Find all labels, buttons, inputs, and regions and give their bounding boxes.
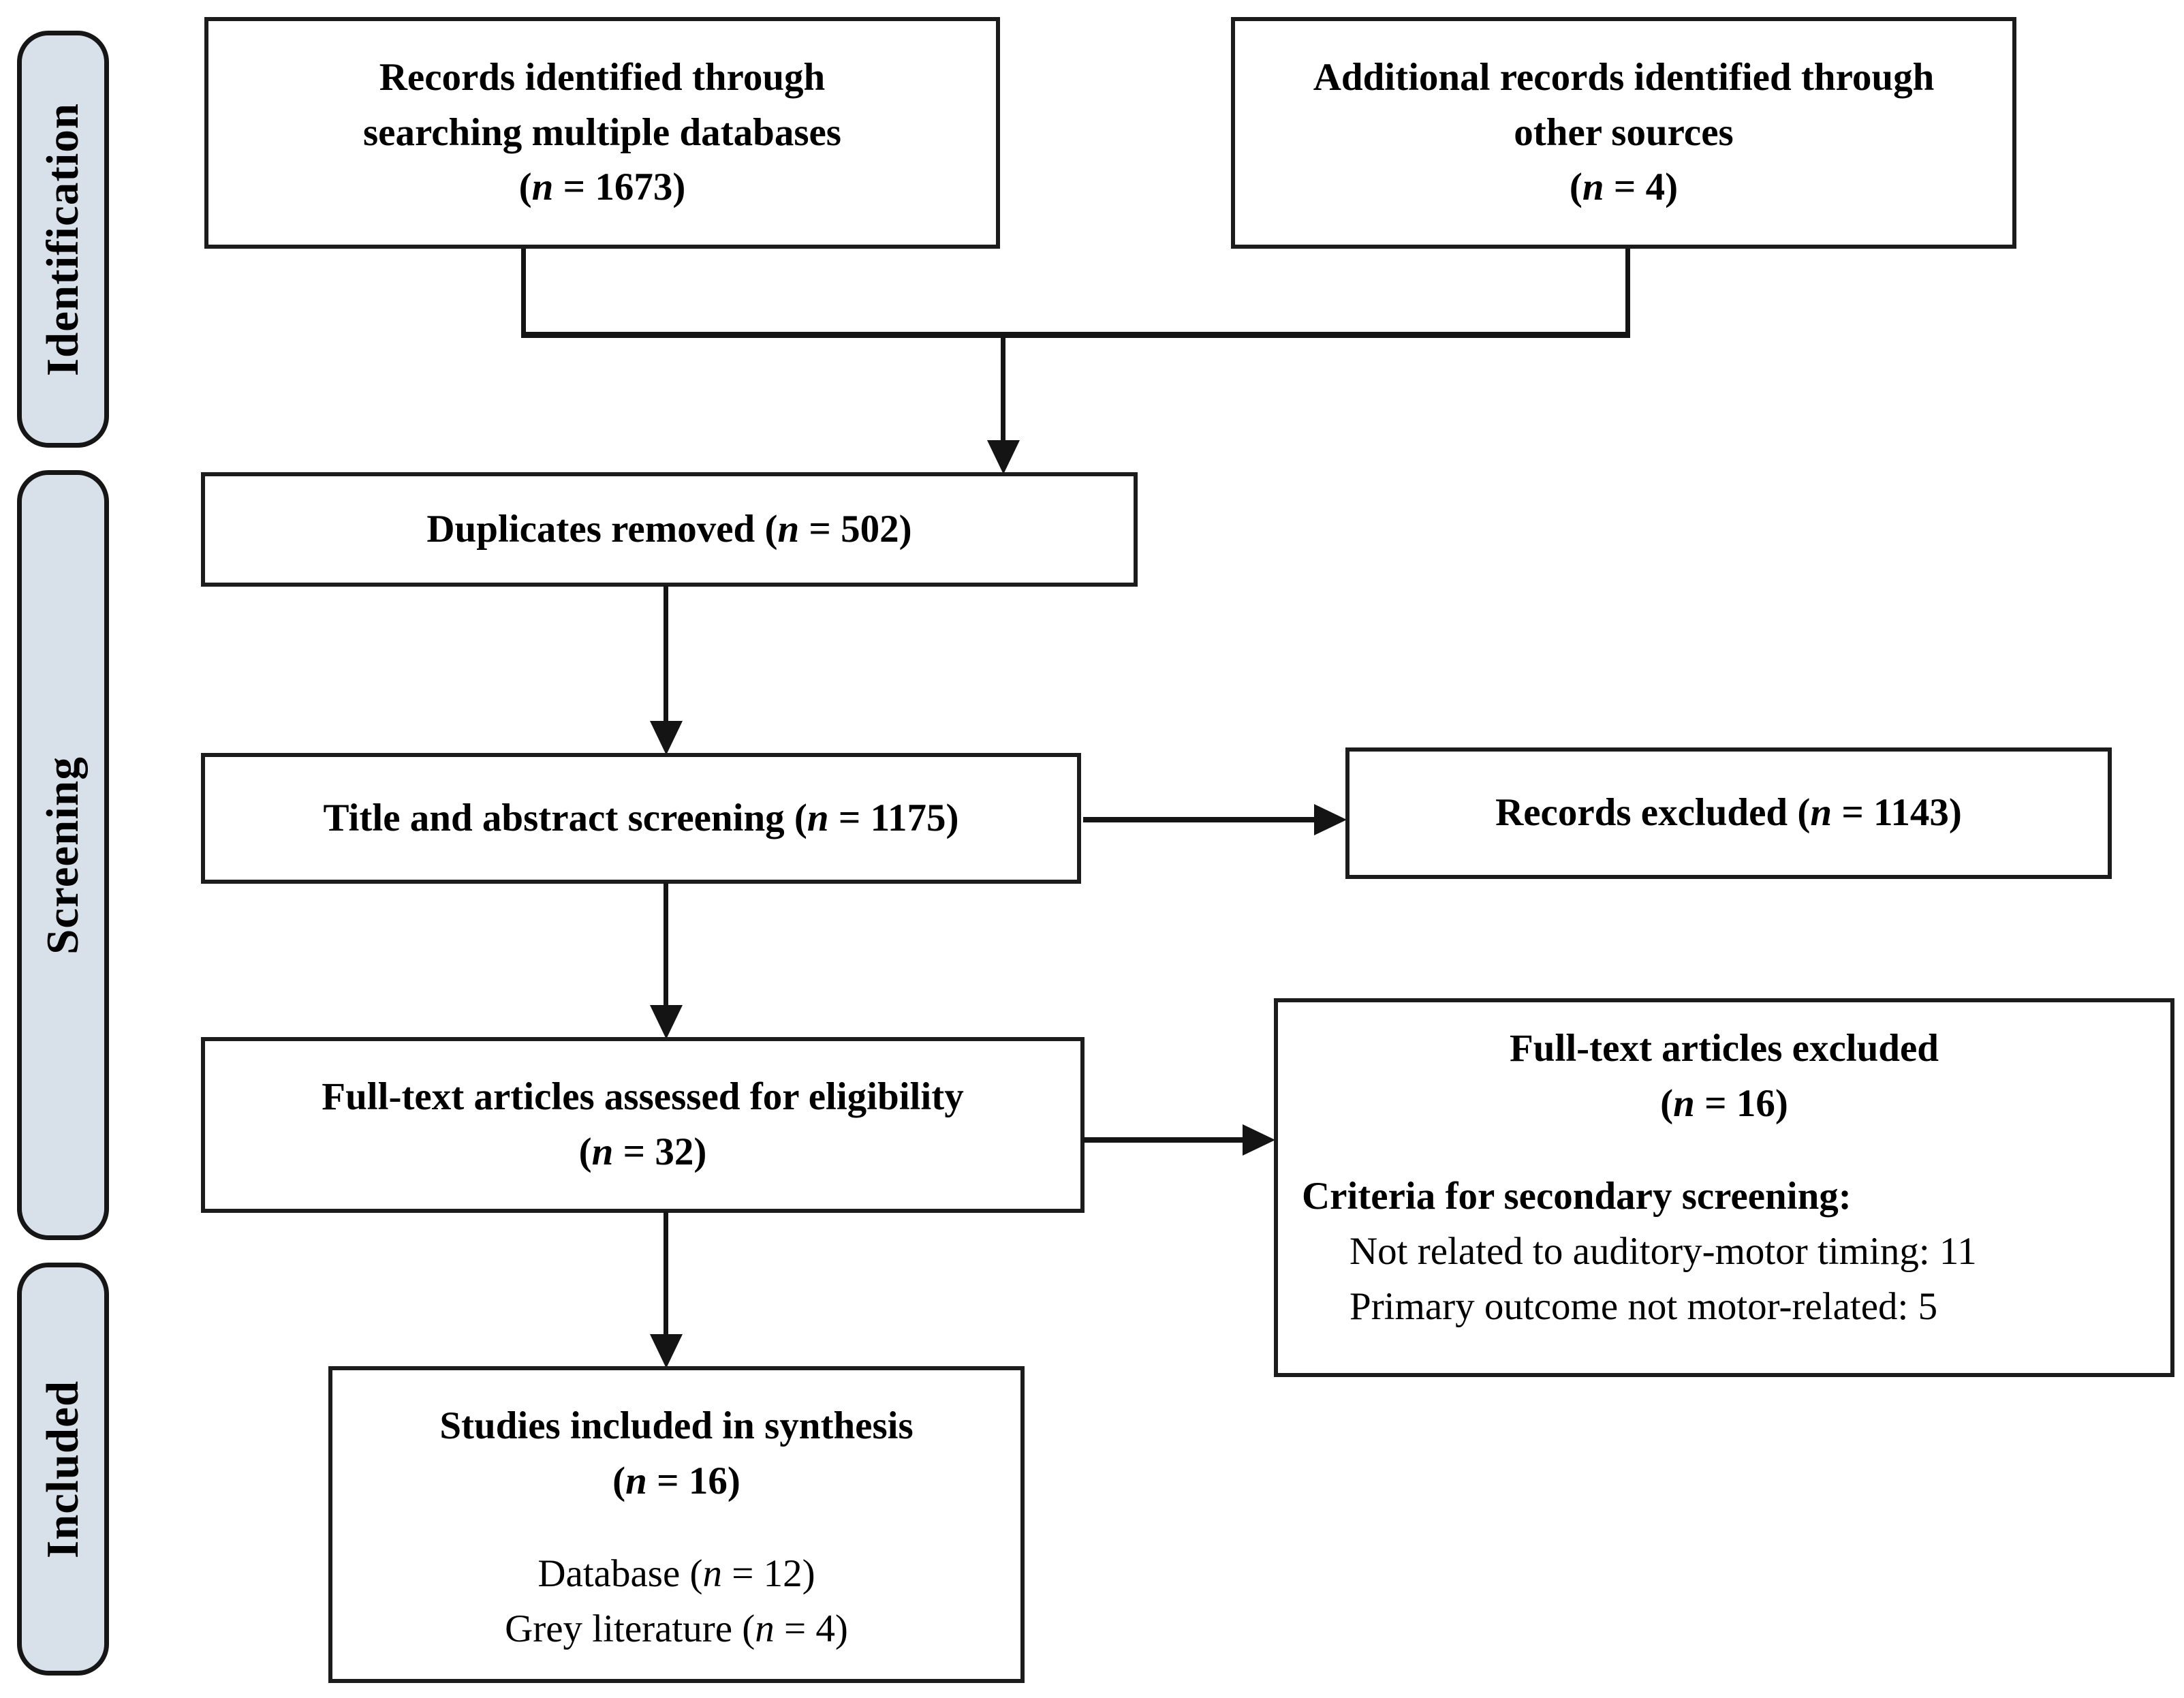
arrowhead-into-studies-included (650, 1334, 683, 1368)
criteria-heading: Criteria for secondary screening: (1302, 1174, 1852, 1218)
duplicates-removed-text: Duplicates removed (n = 502) (426, 507, 912, 551)
additional-records-line2: other sources (1514, 110, 1734, 154)
arrowhead-into-fulltext-assessed (650, 1005, 683, 1039)
fulltext-assessed-line1: Full-text articles assessed for eligibil… (322, 1075, 964, 1119)
fulltext-excluded-count: (n = 16) (1660, 1081, 1788, 1125)
stage-label-identification: Identification (37, 102, 88, 376)
studies-detail-grey-literature: Grey literature (n = 4) (505, 1607, 848, 1650)
box-additional-records: Additional records identified through ot… (1231, 17, 2016, 249)
connector-additional-down-stub (1625, 249, 1630, 335)
criteria-item-1: Not related to auditory-motor timing: 11 (1350, 1229, 1977, 1273)
connector-screening-to-excluded (1083, 817, 1316, 822)
box-records-identified-content: Records identified through searching mul… (208, 21, 996, 245)
connector-fulltext-to-included (664, 1211, 668, 1336)
box-fulltext-assessed: Full-text articles assessed for eligibil… (201, 1037, 1085, 1213)
box-studies-included: Studies included in synthesis (n = 16) D… (328, 1366, 1025, 1683)
records-identified-line2: searching multiple databases (362, 110, 841, 154)
arrowhead-into-title-abstract (650, 721, 683, 755)
studies-detail-database: Database (n = 12) (537, 1552, 815, 1595)
connector-duplicates-to-screening (664, 585, 668, 722)
stage-pill-screening: Screening (17, 470, 109, 1240)
fulltext-excluded-criteria: Criteria for secondary screening: Not re… (1302, 1169, 2147, 1335)
arrowhead-into-duplicates (987, 440, 1020, 474)
box-records-excluded: Records excluded (n = 1143) (1345, 747, 2112, 879)
studies-included-details: Database (n = 12) Grey literature (n = 4… (332, 1547, 1020, 1657)
stage-pill-included: Included (17, 1263, 109, 1676)
stage-label-included: Included (37, 1380, 88, 1558)
box-fulltext-excluded: Full-text articles excluded (n = 16) Cri… (1274, 998, 2174, 1377)
connector-fulltext-to-excluded (1083, 1137, 1245, 1143)
criteria-item-2: Primary outcome not motor-related: 5 (1350, 1284, 1938, 1328)
box-duplicates-removed: Duplicates removed (n = 502) (201, 472, 1138, 587)
fulltext-assessed-count: (n = 32) (578, 1130, 707, 1173)
additional-records-count: (n = 4) (1569, 166, 1679, 209)
records-identified-line1: Records identified through (379, 55, 826, 99)
stage-pill-identification: Identification (17, 31, 109, 448)
studies-included-count: (n = 16) (612, 1459, 740, 1502)
records-identified-count: (n = 1673) (518, 166, 686, 209)
box-title-abstract-screening: Title and abstract screening (n = 1175) (201, 753, 1081, 884)
connector-merge-to-duplicates (1001, 336, 1005, 444)
records-excluded-text: Records excluded (n = 1143) (1495, 791, 1962, 835)
title-abstract-text: Title and abstract screening (n = 1175) (323, 796, 959, 839)
connector-records-down-stub (521, 249, 526, 335)
box-records-identified: Records identified through searching mul… (204, 17, 1000, 249)
additional-records-line1: Additional records identified through (1313, 55, 1935, 99)
connector-merge-horizontal (521, 332, 1630, 338)
box-additional-records-content: Additional records identified through ot… (1235, 21, 2012, 245)
studies-included-title: Studies included in synthesis (439, 1404, 914, 1447)
connector-screening-to-fulltext (664, 882, 668, 1006)
fulltext-excluded-title: Full-text articles excluded (1509, 1027, 1939, 1070)
stage-label-screening: Screening (37, 756, 88, 955)
arrowhead-into-records-excluded (1314, 804, 1347, 835)
arrowhead-into-fulltext-excluded (1243, 1124, 1275, 1156)
